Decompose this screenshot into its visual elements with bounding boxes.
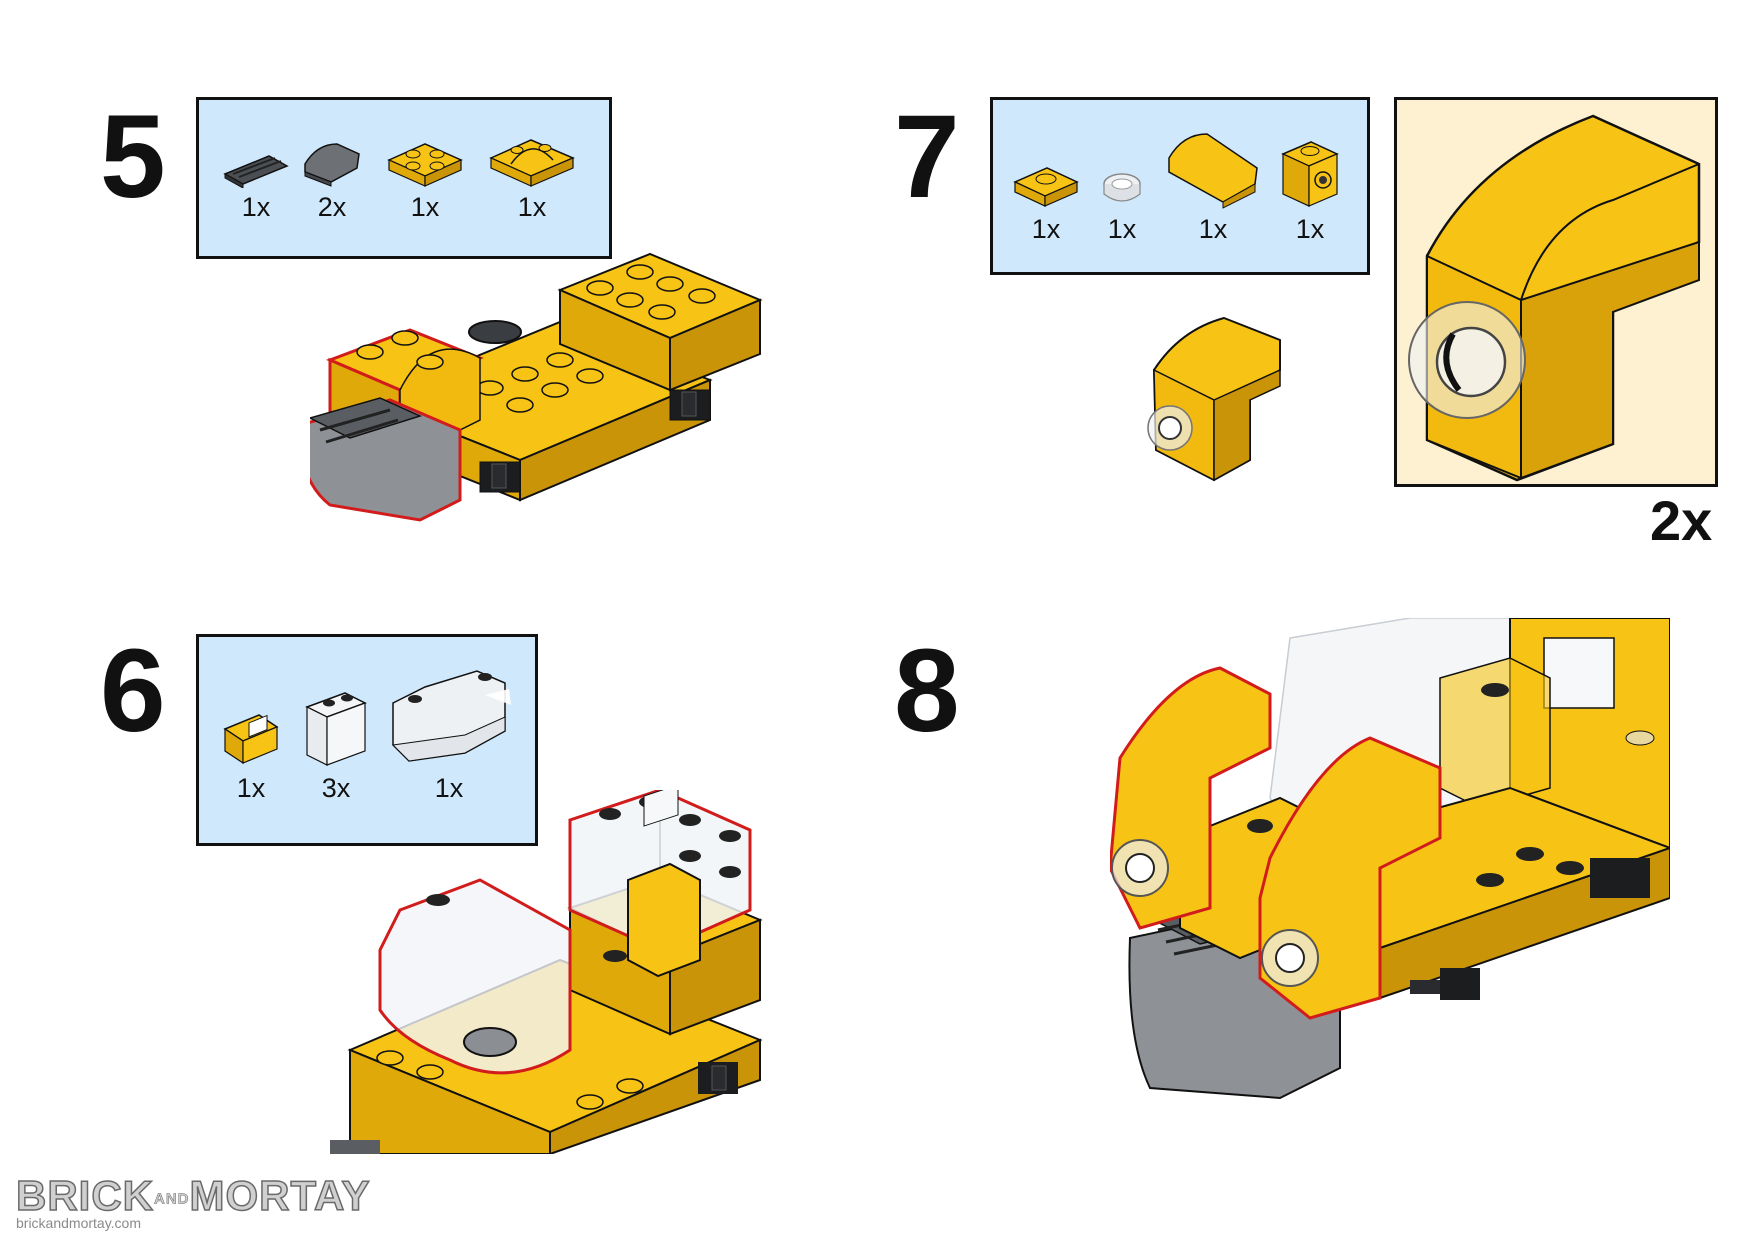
part-qty: 1x	[1031, 214, 1061, 244]
part-qty: 1x	[410, 192, 440, 222]
step-6-assembly-illustration	[330, 790, 763, 1154]
part-qty: 1x	[236, 773, 266, 803]
part-qty: 1x	[1107, 214, 1137, 244]
part-item: 1x	[221, 144, 291, 223]
yellow-curved-plate-icon	[489, 139, 575, 187]
part-item: 1x	[219, 707, 283, 804]
brand-name-right: MORTAY	[189, 1172, 371, 1219]
step-5-assembly-illustration	[310, 252, 763, 522]
part-qty: 2x	[317, 192, 347, 222]
step-number-7: 7	[894, 91, 960, 223]
part-qty: 3x	[321, 773, 351, 803]
parts-list-step-6: 1x 3x 1x	[196, 634, 538, 846]
callout-multiplier: 2x	[1650, 489, 1713, 552]
part-item: 1x	[385, 665, 513, 804]
dark-grey-curved-slope-icon	[304, 143, 360, 187]
yellow-plate-2x2-icon	[387, 143, 463, 187]
part-qty: 1x	[1295, 214, 1325, 244]
detail-callout-step-7	[1394, 97, 1718, 487]
part-item: 1x	[1011, 160, 1081, 245]
parts-list-step-7: 1x 1x 1x 1x	[990, 97, 1370, 275]
brand-logo: BRICKANDMORTAY brickandmortay.com	[15, 1172, 371, 1231]
brand-wordmark: BRICKANDMORTAY	[15, 1172, 371, 1219]
part-item: 1x	[1163, 128, 1263, 245]
curved-slope-assembly-detail	[1408, 114, 1701, 482]
yellow-curved-slope-icon	[1168, 133, 1258, 209]
part-item: 1x	[1097, 166, 1147, 245]
part-qty: 1x	[517, 192, 547, 222]
clear-window-icon	[305, 692, 367, 766]
step-number-8: 8	[894, 625, 960, 757]
part-item: 2x	[297, 138, 367, 223]
brand-url: brickandmortay.com	[16, 1215, 142, 1231]
step-number-5: 5	[100, 91, 166, 223]
part-item: 3x	[299, 689, 373, 804]
brand-name-left: BRICK	[15, 1172, 154, 1219]
step-8-assembly-illustration	[1110, 618, 1670, 1100]
step-7-subassembly-illustration	[1147, 316, 1281, 482]
parts-list-step-5: 1x 2x 1x 1x	[196, 97, 612, 259]
part-item: 1x	[487, 130, 577, 223]
yellow-plate-1x1-icon	[1013, 167, 1079, 207]
part-qty: 1x	[434, 773, 464, 803]
clear-windscreen-icon	[391, 670, 511, 762]
step-number-6: 6	[100, 625, 166, 757]
part-qty: 1x	[241, 192, 271, 222]
clear-round-tile-icon	[1103, 173, 1141, 202]
part-item: 1x	[385, 134, 465, 223]
yellow-slope-handle-icon	[223, 714, 279, 765]
brand-name-and: AND	[154, 1190, 190, 1208]
yellow-brick-with-stud-icon	[1281, 141, 1339, 207]
part-item: 1x	[1275, 134, 1345, 245]
part-qty: 1x	[1198, 214, 1228, 244]
dark-grey-grille-tile-icon	[223, 155, 289, 188]
